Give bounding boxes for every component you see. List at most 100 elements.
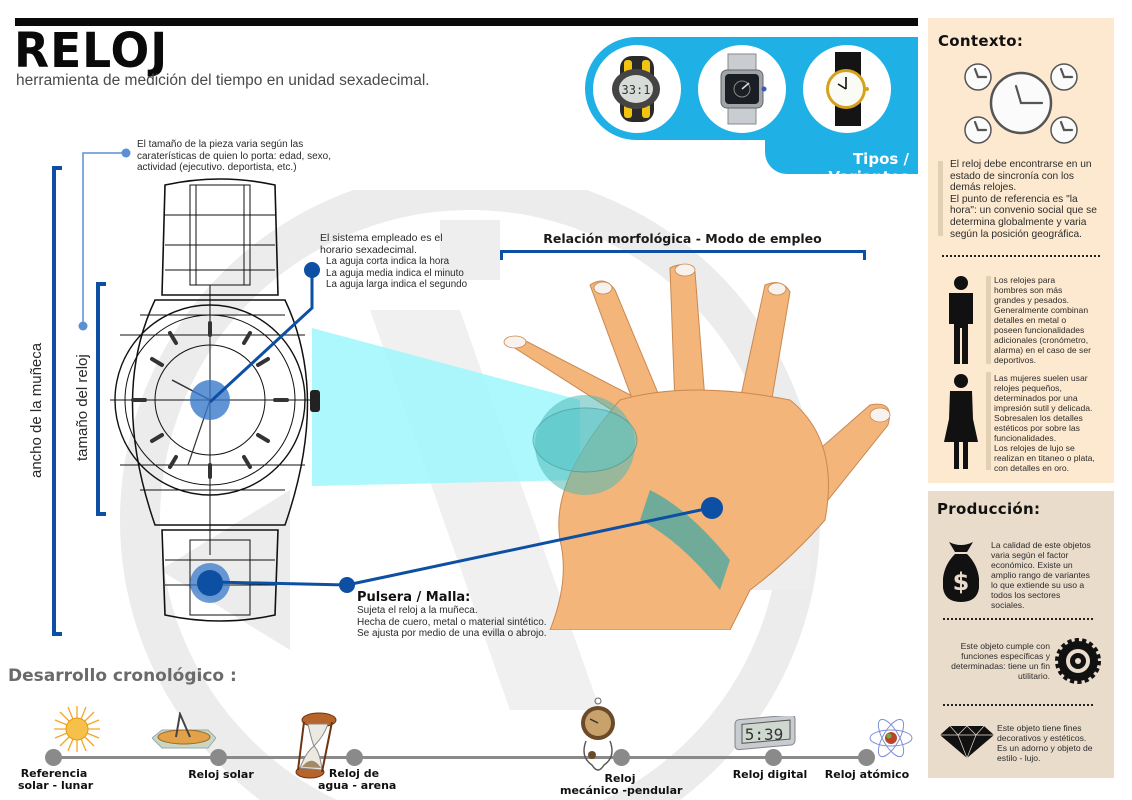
money-line: varia según el factor <box>991 550 1069 560</box>
hands-list: La aguja corta indica la hora La aguja m… <box>320 256 500 291</box>
watch-projection-highlight <box>312 328 580 486</box>
women-text: Las mujeres suelen usar relojes pequeños… <box>994 373 1112 473</box>
men-line: Los relojes para <box>994 275 1056 285</box>
men-line: adicionales (cronómetro, <box>994 335 1089 345</box>
system-note: El sistema empleado es el horario sexade… <box>320 232 500 291</box>
hand-minute: La aguja media indica el minuto <box>326 267 464 279</box>
timeline-label-line: Reloj solar <box>188 768 254 781</box>
tipos-variantes-section: 33:1 Tipos / Variantes <box>585 37 918 186</box>
contexto-line: El punto de referencia es "la <box>950 193 1078 205</box>
women-line: Sobresalen los detalles <box>994 413 1083 423</box>
tipos-variantes-label: Tipos / Variantes <box>828 150 909 186</box>
money-line: La calidad de este objetos <box>991 540 1091 550</box>
size-note-line: actividad (ejecutivo. deportista, etc.) <box>137 162 297 173</box>
women-line: realizan en titaneo o plata, <box>994 453 1095 463</box>
page-title: RELOJ <box>14 23 169 79</box>
timeline-label-line: agua - arena <box>318 779 397 792</box>
watch-size-bracket <box>96 282 106 516</box>
strap-line: Hecha de cuero, metal o material sintéti… <box>357 616 547 628</box>
hand-second: La aguja larga indica el segundo <box>326 279 468 290</box>
divider-dotted <box>942 255 1100 257</box>
contexto-line: según la posición geográfica. <box>950 228 1082 240</box>
timeline-label-line: Reloj atómico <box>824 768 910 781</box>
wrist-width-bracket <box>52 166 62 636</box>
size-note-connector <box>78 148 131 331</box>
timeline-label-atomico: Reloj atómico <box>822 769 912 781</box>
sport-watch-icon: 33:1 <box>612 56 660 122</box>
timeline-dot[interactable] <box>210 749 227 766</box>
tipo-metal-watch[interactable] <box>700 47 784 131</box>
morphology-bracket <box>500 250 866 260</box>
contexto-line: El reloj debe encontrarse en un <box>950 159 1092 170</box>
sundial-icon <box>152 712 216 749</box>
women-line: Las mujeres suelen usar <box>994 373 1088 383</box>
women-line: Los relojes de lujo se <box>994 443 1075 453</box>
contexto-text: El reloj debe encontrarse en un estado d… <box>950 159 1112 240</box>
metal-watch-icon <box>720 53 767 125</box>
women-line: estéticos por sobre las <box>994 423 1080 433</box>
women-line: impresión sutil y delicada. <box>994 403 1093 413</box>
hands-connector <box>208 262 320 404</box>
svg-text:$: $ <box>953 568 970 596</box>
contexto-panel: Contexto: El reloj debe encontrarse en u… <box>928 18 1114 483</box>
timeline-label-solar: Reloj solar <box>185 769 257 781</box>
tipos-tab <box>765 127 918 174</box>
timeline-label-line: Reloj digital <box>732 768 808 781</box>
watch-size-label: tamaño del reloj <box>74 354 91 461</box>
strap-note: Pulsera / Malla: Sujeta el reloj a la mu… <box>357 590 617 640</box>
men-line: Generalmente combinan <box>994 305 1089 315</box>
tipo-sport-watch[interactable]: 33:1 <box>595 47 679 131</box>
tipo-classic-watch[interactable] <box>805 47 889 131</box>
men-line: deportivos. <box>994 355 1037 365</box>
top-rule <box>15 18 918 26</box>
atom-icon <box>869 718 913 758</box>
diamond-icon <box>940 725 994 758</box>
money-text: La calidad de este objetos varia según e… <box>991 540 1111 610</box>
women-line: funcionalidades. <box>994 433 1057 443</box>
timeline-label-referencia: Referencia solar - lunar <box>18 767 93 792</box>
timeline-label-line: mecánico -pendular <box>560 784 683 797</box>
men-side-bar <box>986 276 991 364</box>
strap-title: Pulsera / Malla: <box>357 590 471 605</box>
divider-dotted <box>943 704 1093 706</box>
pendulum-clock-icon <box>581 697 615 771</box>
timeline-label-mecanico: Reloj mecánico -pendular <box>560 772 683 797</box>
timeline-dot[interactable] <box>858 749 875 766</box>
timeline-dot[interactable] <box>346 749 363 766</box>
divider-dotted <box>943 618 1093 620</box>
morphology-title: Relación morfológica - Modo de empleo <box>543 231 822 246</box>
timeline-label-digital: Reloj digital <box>730 769 810 781</box>
wrist-width-label: ancho de la muñeca <box>28 342 45 478</box>
timeline-dot[interactable] <box>613 749 630 766</box>
system-note-line: El sistema empleado es el <box>320 232 443 244</box>
strap-line: Se ajusta por medio de una evilla o abro… <box>357 628 547 639</box>
diamond-text: Este objeto tiene fines decorativos y es… <box>997 723 1115 763</box>
men-line: hombres son más <box>994 285 1063 295</box>
diamond-line: Este objeto tiene fines <box>997 723 1082 733</box>
gear-text: Este objeto cumple con funciones específ… <box>928 641 1050 681</box>
timeline-dot[interactable] <box>765 749 782 766</box>
classic-watch-icon <box>826 52 869 126</box>
gear-line: Este objeto cumple con <box>960 641 1050 651</box>
money-line: amplio rango de variantes <box>991 570 1090 580</box>
money-line: lo que extiende su uso a <box>991 580 1085 590</box>
timeline-label-line: Reloj <box>604 772 636 785</box>
size-note-line: caraterísticas de quien lo porta: edad, … <box>137 150 332 162</box>
digital-clock-icon: 5:39 <box>734 716 796 751</box>
women-line: relojes pequeños, <box>994 383 1062 393</box>
timeline-dot[interactable] <box>45 749 62 766</box>
men-text: Los relojes para hombres son más grandes… <box>994 275 1112 365</box>
system-note-line: horario sexadecimal. <box>320 243 417 256</box>
contexto-line: hora": un convenio social que se <box>950 205 1097 217</box>
men-line: grandes y pesados. <box>994 295 1070 305</box>
money-line: económico. Existe un <box>991 560 1073 570</box>
money-bag-icon: $ <box>943 542 979 602</box>
men-line: poseen funcionalidades <box>994 325 1085 335</box>
diamond-line: Es un adorno y objeto de <box>997 743 1093 753</box>
size-note: El tamaño de la pieza varia según las ca… <box>137 139 357 174</box>
gear-line: determinadas: tiene un fin <box>951 661 1050 671</box>
strap-line: Sujeta el reloj a la muñeca. <box>357 605 478 616</box>
timeline-label-line: Referencia <box>20 767 88 780</box>
sun-icon <box>54 706 100 752</box>
page-subtitle: herramienta de medición del tiempo en un… <box>16 72 430 89</box>
